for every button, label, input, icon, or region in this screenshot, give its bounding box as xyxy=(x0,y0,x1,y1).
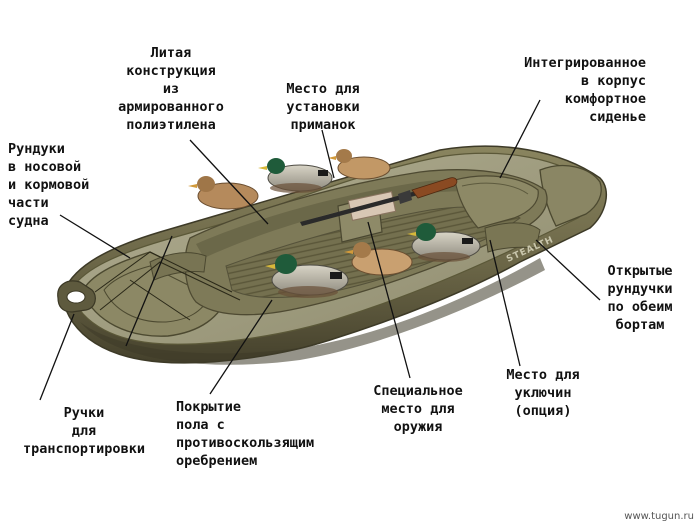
integrated-seat xyxy=(454,175,539,229)
callout-line-seat xyxy=(499,99,541,179)
label-lockers: Рундуки в носовой и кормовой части судна xyxy=(8,141,90,229)
label-oarlock: Место для уключин (опция) xyxy=(506,367,580,419)
label-material: Литая конструкция из армированного полиэ… xyxy=(118,45,224,133)
deck-rigging xyxy=(94,251,241,321)
callout-line-lockers-a xyxy=(59,214,131,259)
decoy-hen-upper xyxy=(328,149,391,180)
callout-line-material xyxy=(189,139,269,225)
transport-handle xyxy=(57,280,96,313)
side-lockers xyxy=(149,222,541,281)
label-handles: Ручки для транспортировки xyxy=(23,405,145,457)
decoys xyxy=(188,149,481,298)
shotgun xyxy=(300,177,458,226)
label-gun: Специальное место для оружия xyxy=(373,383,463,435)
decoy-hen-bow xyxy=(188,176,259,210)
callout-line-lockers-b xyxy=(125,235,173,347)
decoy-hen-lower xyxy=(344,242,413,276)
label-floor: Покрытие пола с противоскользящим оребре… xyxy=(176,399,315,469)
callout-line-floor xyxy=(209,299,273,395)
decoy-drake-upper xyxy=(258,158,333,193)
callout-line-decoys xyxy=(321,129,335,179)
callout-line-oarlock xyxy=(489,239,521,367)
decoy-drake-lower-left xyxy=(265,254,349,298)
label-side-lockers: Открытые рундучки по обеим бортам xyxy=(607,263,673,333)
callout-line-handles xyxy=(39,313,75,401)
callout-lines xyxy=(39,99,601,401)
watermark: www.tugun.ru xyxy=(624,511,694,522)
label-seat: Интегрированное в корпус комфортное сиде… xyxy=(524,55,646,125)
decoy-drake-lower-right xyxy=(407,223,481,262)
callout-line-side-lockers xyxy=(535,239,601,301)
callout-line-gun xyxy=(367,221,411,379)
label-decoys: Место для установки приманок xyxy=(286,81,360,133)
bow-locker-lid xyxy=(81,251,231,337)
